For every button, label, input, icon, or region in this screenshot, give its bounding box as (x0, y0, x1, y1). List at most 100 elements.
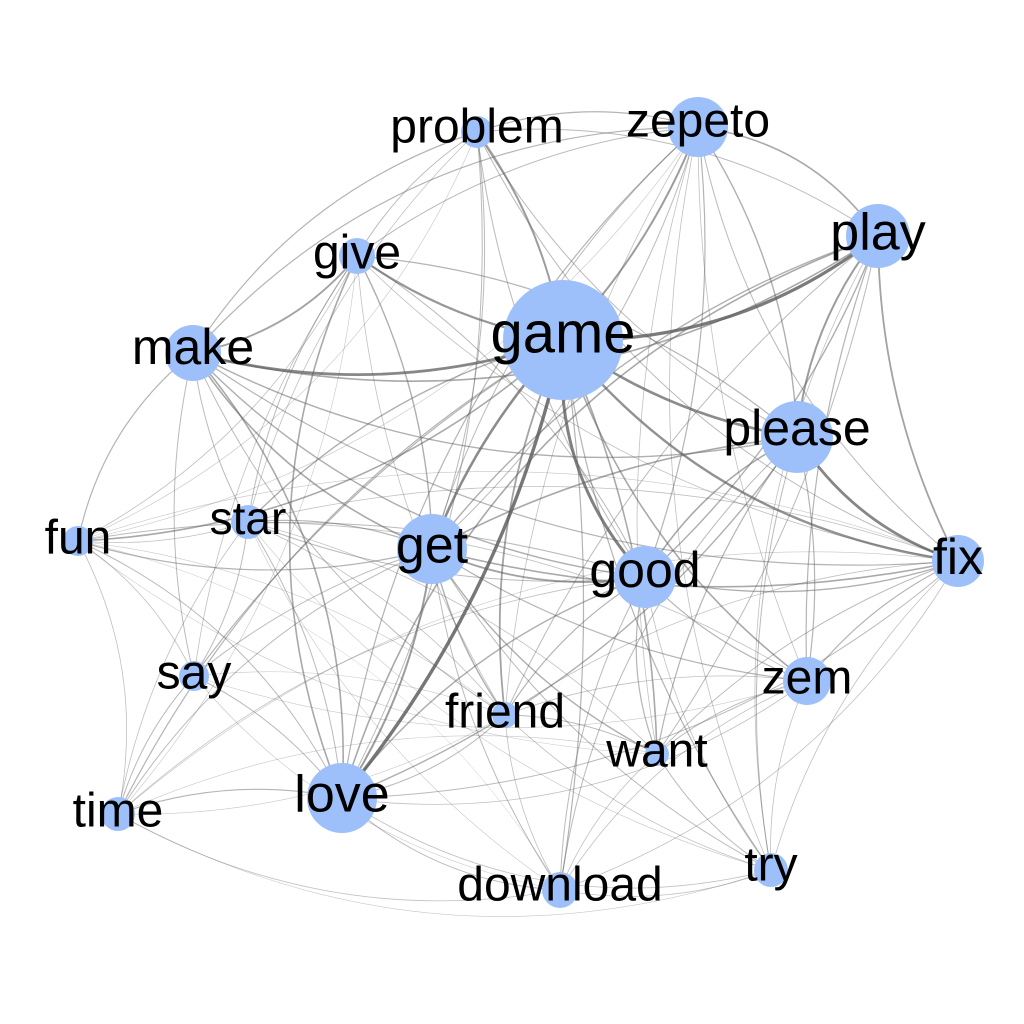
node-label-download: download (457, 859, 663, 912)
edge-say-fun (77, 540, 195, 677)
edge-please-make (192, 352, 798, 459)
edge-say-zem (193, 675, 808, 728)
node-try[interactable] (754, 853, 788, 887)
edge-friend-fun (77, 540, 506, 716)
edge-zem-star (247, 521, 808, 682)
edge-star-download (247, 521, 561, 891)
edge-give-friend (356, 255, 506, 716)
edge-play-friend (504, 235, 879, 716)
node-good[interactable] (614, 546, 676, 608)
edge-get-want (431, 548, 658, 755)
node-label-try: try (744, 839, 797, 892)
edge-zem-try (770, 680, 808, 871)
node-give[interactable] (339, 238, 375, 274)
node-label-good: good (589, 542, 700, 598)
edge-fix-want (656, 560, 959, 755)
node-label-please: please (723, 400, 870, 456)
edge-friend-try (504, 714, 772, 871)
node-label-play: play (830, 204, 925, 262)
edge-fun-star (77, 521, 249, 544)
edge-say-star (193, 521, 249, 677)
edge-friend-download (504, 714, 561, 891)
edge-give-fix (356, 255, 959, 562)
node-game[interactable] (503, 280, 623, 400)
node-label-want: want (605, 725, 707, 778)
edge-want-try (656, 753, 772, 871)
node-download[interactable] (542, 872, 578, 908)
node-label-love: love (294, 766, 389, 824)
node-time[interactable] (101, 797, 135, 831)
node-friend[interactable] (492, 702, 518, 728)
node-want[interactable] (645, 742, 669, 766)
edge-time-download (117, 813, 561, 902)
node-please[interactable] (761, 401, 833, 473)
node-label-zepeto: zepeto (626, 95, 770, 148)
node-fix[interactable] (932, 535, 984, 587)
edge-fix-friend (504, 560, 959, 716)
node-label-say: say (157, 647, 232, 700)
edge-play-fix (877, 235, 959, 562)
edge-fix-fun (77, 471, 959, 562)
edge-zem-friend (504, 675, 808, 716)
node-play[interactable] (846, 204, 910, 268)
edge-game-fun (77, 339, 564, 542)
edge-love-problem (341, 131, 483, 799)
edge-time-try (117, 813, 772, 917)
edge-give-star (247, 255, 358, 523)
edge-zepeto-fix (697, 126, 959, 562)
node-say[interactable] (179, 661, 209, 691)
edge-get-problem (431, 131, 486, 550)
edge-love-fix (341, 560, 959, 799)
edge-want-download (559, 753, 658, 891)
edge-say-time (117, 675, 195, 815)
edge-play-want (656, 235, 879, 755)
edge-problem-give (356, 131, 478, 257)
node-label-friend: friend (445, 686, 565, 739)
edge-zepeto-want (636, 126, 699, 755)
node-get[interactable] (397, 514, 467, 584)
edge-please-try (755, 436, 798, 871)
edge-good-try (644, 576, 772, 871)
node-label-fun: fun (45, 512, 112, 565)
edge-fix-download (559, 560, 959, 891)
node-label-make: make (132, 319, 254, 375)
edge-give-time (117, 255, 358, 815)
edge-make-love (192, 352, 344, 799)
edge-get-give (356, 255, 433, 550)
edge-good-download (559, 576, 646, 891)
edge-please-download (559, 436, 798, 891)
edge-problem-please (476, 131, 798, 438)
edge-fix-try (770, 560, 959, 871)
edge-time-fun (77, 540, 128, 815)
node-label-zem: zem (762, 652, 853, 705)
edge-make-get (192, 352, 433, 550)
edge-game-time (117, 339, 564, 815)
edge-play-try (754, 235, 879, 871)
edge-please-get (431, 436, 798, 550)
node-zepeto[interactable] (668, 97, 728, 157)
node-zem[interactable] (783, 657, 831, 705)
edge-game-love (340, 338, 565, 800)
edge-game-say (193, 339, 564, 677)
edge-want-time (117, 735, 658, 815)
node-label-problem: problem (390, 101, 563, 154)
node-problem[interactable] (461, 116, 493, 148)
node-fun[interactable] (63, 526, 93, 556)
edge-please-zepeto (697, 126, 798, 438)
node-star[interactable] (231, 505, 265, 539)
edge-make-fix (192, 352, 959, 566)
edge-get-fun (77, 540, 433, 571)
node-love[interactable] (307, 763, 377, 833)
edge-make-say (173, 352, 195, 677)
edge-download-try (559, 869, 772, 897)
edge-love-zepeto (341, 126, 699, 799)
node-make[interactable] (165, 325, 221, 381)
edge-friend-say (193, 671, 506, 716)
node-label-game: game (490, 300, 635, 365)
edge-zepeto-try (669, 126, 772, 871)
edge-make-problem (192, 131, 478, 354)
edge-game-try (562, 339, 772, 871)
node-layer (63, 97, 984, 908)
